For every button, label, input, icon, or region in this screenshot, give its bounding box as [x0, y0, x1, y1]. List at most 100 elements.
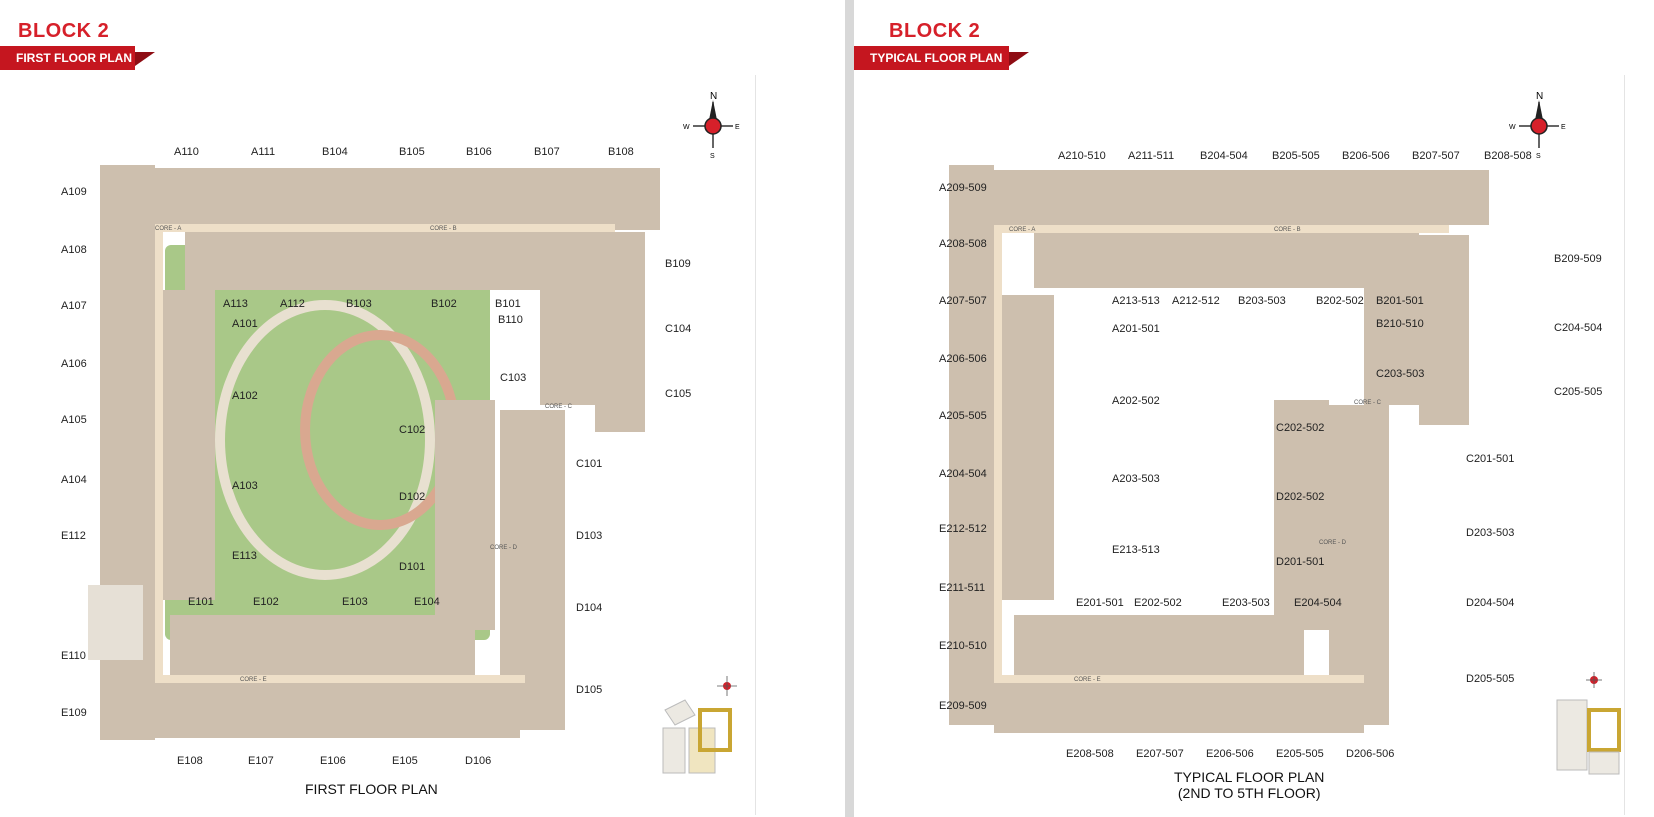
wing-right-lower [1329, 405, 1389, 725]
core-c-label: CORE - C [545, 404, 572, 410]
page-gutter [845, 0, 854, 817]
wing-bottom [155, 683, 520, 738]
core-c-label: CORE - C [1354, 400, 1381, 406]
unit-label: C103 [500, 372, 527, 384]
unit-label: C102 [399, 424, 426, 436]
compass-n: N [1536, 91, 1543, 102]
unit-label: A212-512 [1172, 295, 1220, 307]
unit-label: A110 [174, 146, 199, 158]
section-ribbon: TYPICAL FLOOR PLAN [854, 46, 1029, 70]
wing-bottom-inner [1014, 615, 1304, 675]
unit-label: E212-512 [939, 523, 987, 535]
unit-label: E110 [61, 650, 86, 662]
compass-n: N [710, 91, 717, 102]
unit-label: B106 [466, 146, 492, 158]
corridor-left [155, 230, 163, 685]
core-d-label: CORE - D [490, 545, 517, 551]
core-e-label: CORE - E [1074, 677, 1101, 683]
unit-label: A113 [223, 298, 248, 310]
plan-frame [60, 75, 756, 815]
wing-left-inner [1002, 295, 1054, 600]
unit-label: B205-505 [1272, 150, 1320, 162]
unit-label: E206-506 [1206, 748, 1254, 760]
unit-label: B203-503 [1238, 295, 1286, 307]
unit-label: A213-513 [1112, 295, 1160, 307]
compass-s: S [1536, 153, 1541, 160]
unit-label: B103 [346, 298, 372, 310]
unit-label: D105 [576, 684, 603, 696]
corridor-top [145, 224, 615, 232]
unit-label: C201-501 [1466, 453, 1515, 465]
unit-label: C101 [576, 458, 603, 470]
unit-label: B208-508 [1484, 150, 1532, 162]
unit-label: B104 [322, 146, 348, 158]
wing-right-upper-inner [540, 285, 600, 405]
unit-label: B201-501 [1376, 295, 1424, 307]
wing-right-lower-inner [1274, 400, 1329, 630]
unit-label: E213-513 [1112, 544, 1160, 556]
plan-caption: TYPICAL FLOOR PLAN (2ND TO 5TH FLOOR) [1174, 769, 1324, 801]
unit-label: A203-503 [1112, 473, 1160, 485]
wing-bottom [994, 683, 1364, 733]
unit-label: A105 [61, 414, 87, 426]
unit-label: A106 [61, 358, 87, 370]
wing-left [949, 165, 994, 725]
core-a-label: CORE - A [1009, 227, 1036, 233]
entrance-lobby [88, 585, 143, 660]
wing-top [145, 168, 660, 230]
unit-label: A204-504 [939, 468, 987, 480]
core-b-label: CORE - B [430, 226, 457, 232]
unit-label: E203-503 [1222, 597, 1270, 609]
unit-label: C204-504 [1554, 322, 1603, 334]
unit-label: B108 [608, 146, 634, 158]
corridor-bottom [994, 675, 1364, 683]
wing-right-upper [1419, 235, 1469, 425]
plan-caption: FIRST FLOOR PLAN [305, 781, 438, 797]
unit-label: B202-502 [1316, 295, 1364, 307]
wing-bottom-inner [170, 615, 475, 675]
compass-e: E [1561, 124, 1566, 131]
compass-icon: N S E W [683, 91, 740, 160]
unit-label: C203-503 [1376, 368, 1425, 380]
unit-label: D101 [399, 561, 426, 573]
unit-label: C104 [665, 323, 692, 335]
wing-right-upper-inner [1364, 285, 1419, 405]
unit-label: D205-505 [1466, 673, 1515, 685]
right-page: BLOCK 2 TYPICAL FLOOR PLAN 31 N S E W C [854, 0, 1654, 817]
unit-label: E102 [253, 596, 279, 608]
unit-label: C105 [665, 388, 692, 400]
unit-label: A111 [251, 146, 276, 158]
unit-label: C205-505 [1554, 386, 1603, 398]
unit-label: A201-501 [1112, 323, 1160, 335]
unit-label: B101 [495, 298, 521, 310]
unit-label: E108 [177, 755, 203, 767]
unit-label: B206-506 [1342, 150, 1390, 162]
unit-label: B204-504 [1200, 150, 1248, 162]
unit-label: E209-509 [939, 700, 987, 712]
block-title: BLOCK 2 [889, 20, 981, 42]
unit-label: A211-511 [1128, 150, 1175, 162]
unit-label: B105 [399, 146, 425, 158]
unit-label: E202-502 [1134, 597, 1182, 609]
unit-label: A202-502 [1112, 395, 1160, 407]
unit-label: A102 [232, 390, 258, 402]
compass-icon: N S E W [1509, 91, 1566, 160]
wing-top [994, 170, 1489, 225]
unit-label: B209-509 [1554, 253, 1602, 265]
unit-label: B109 [665, 258, 691, 270]
compass-w: W [1509, 124, 1516, 131]
plan-frame [924, 75, 1625, 815]
unit-label: E112 [61, 530, 86, 542]
unit-label: A205-505 [939, 410, 987, 422]
compass-s: S [710, 153, 715, 160]
unit-label: D103 [576, 530, 603, 542]
unit-label: B207-507 [1412, 150, 1460, 162]
block-title: BLOCK 2 [18, 20, 110, 42]
unit-label: D104 [576, 602, 603, 614]
unit-label: A206-506 [939, 353, 987, 365]
unit-label: A107 [61, 300, 87, 312]
core-a-label: CORE - A [155, 226, 182, 232]
section-ribbon: FIRST FLOOR PLAN [0, 46, 155, 70]
unit-label: C202-502 [1276, 422, 1325, 434]
compass-w: W [683, 124, 690, 131]
